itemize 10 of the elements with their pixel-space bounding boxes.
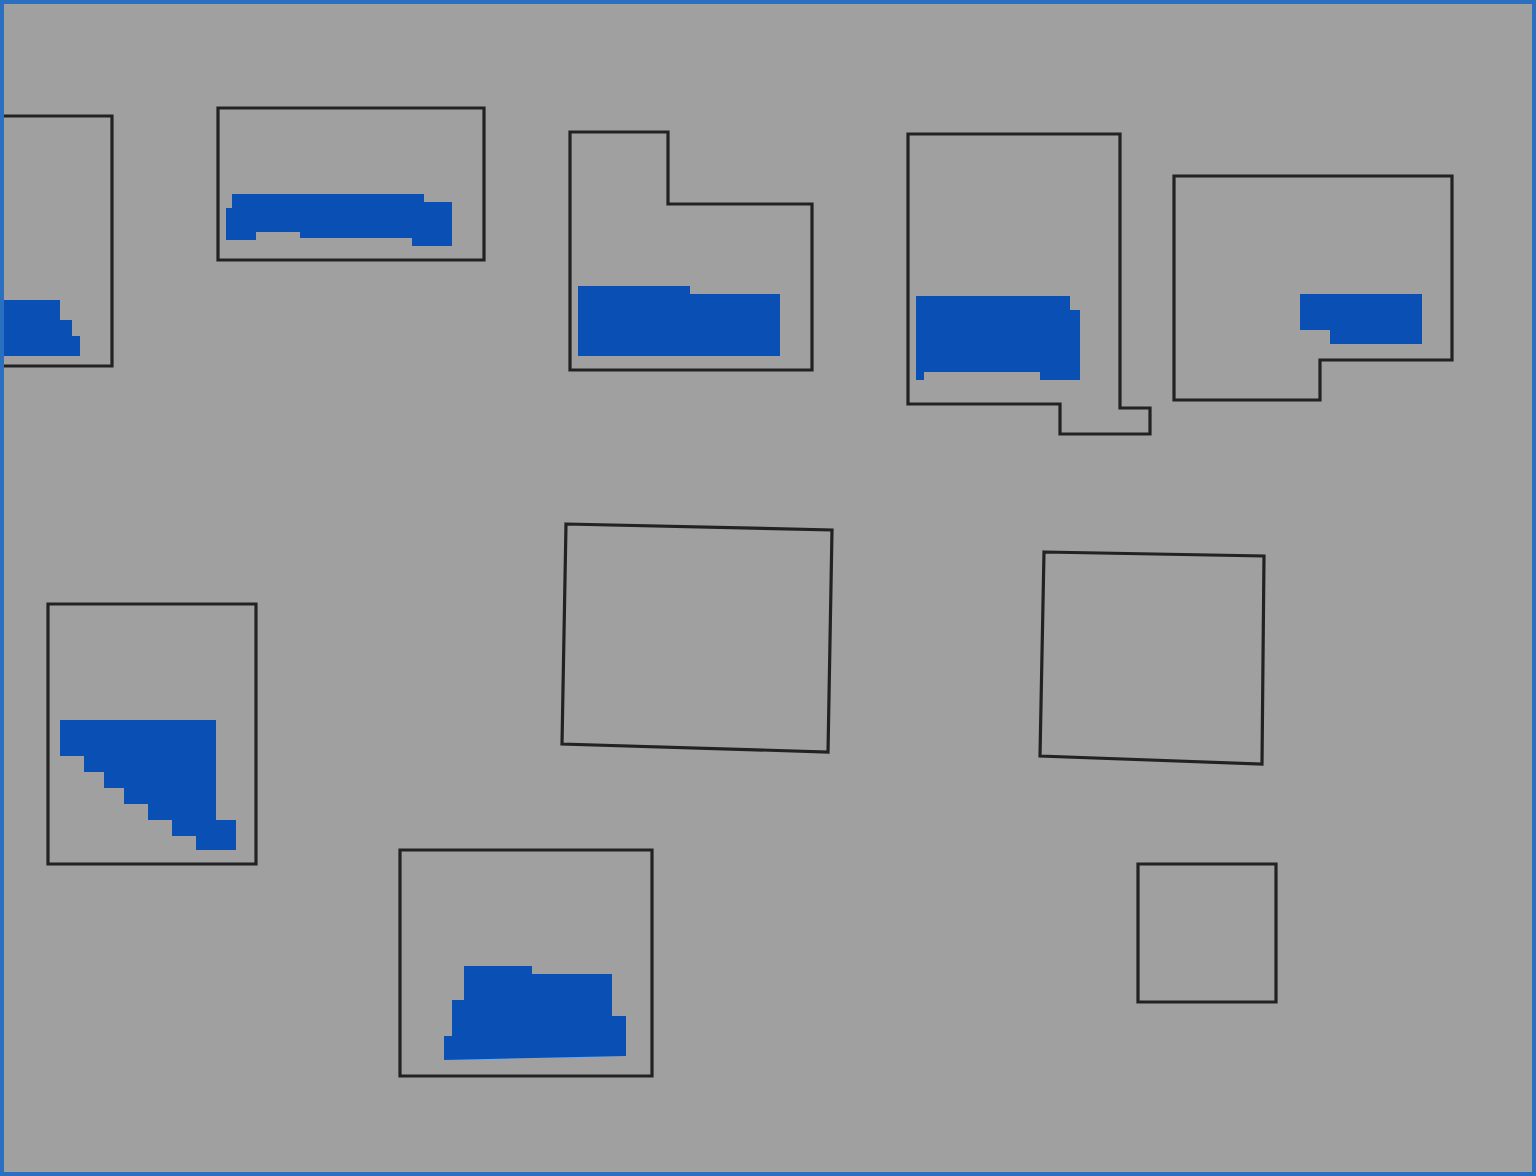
building-footprint-drawing	[398, 848, 654, 1078]
building-footprint-drawing	[46, 602, 258, 866]
building-footprint-drawing	[216, 106, 486, 262]
building-footprint-drawing	[906, 132, 1152, 436]
building-footprint-drawing	[568, 130, 814, 372]
building-footprint-drawing	[1172, 174, 1454, 402]
building-footprint-drawing	[4, 114, 114, 368]
building-footprint-drawing	[1038, 550, 1266, 766]
building-footprint-drawing	[1136, 862, 1278, 1004]
building-footprint-drawing	[560, 522, 834, 754]
